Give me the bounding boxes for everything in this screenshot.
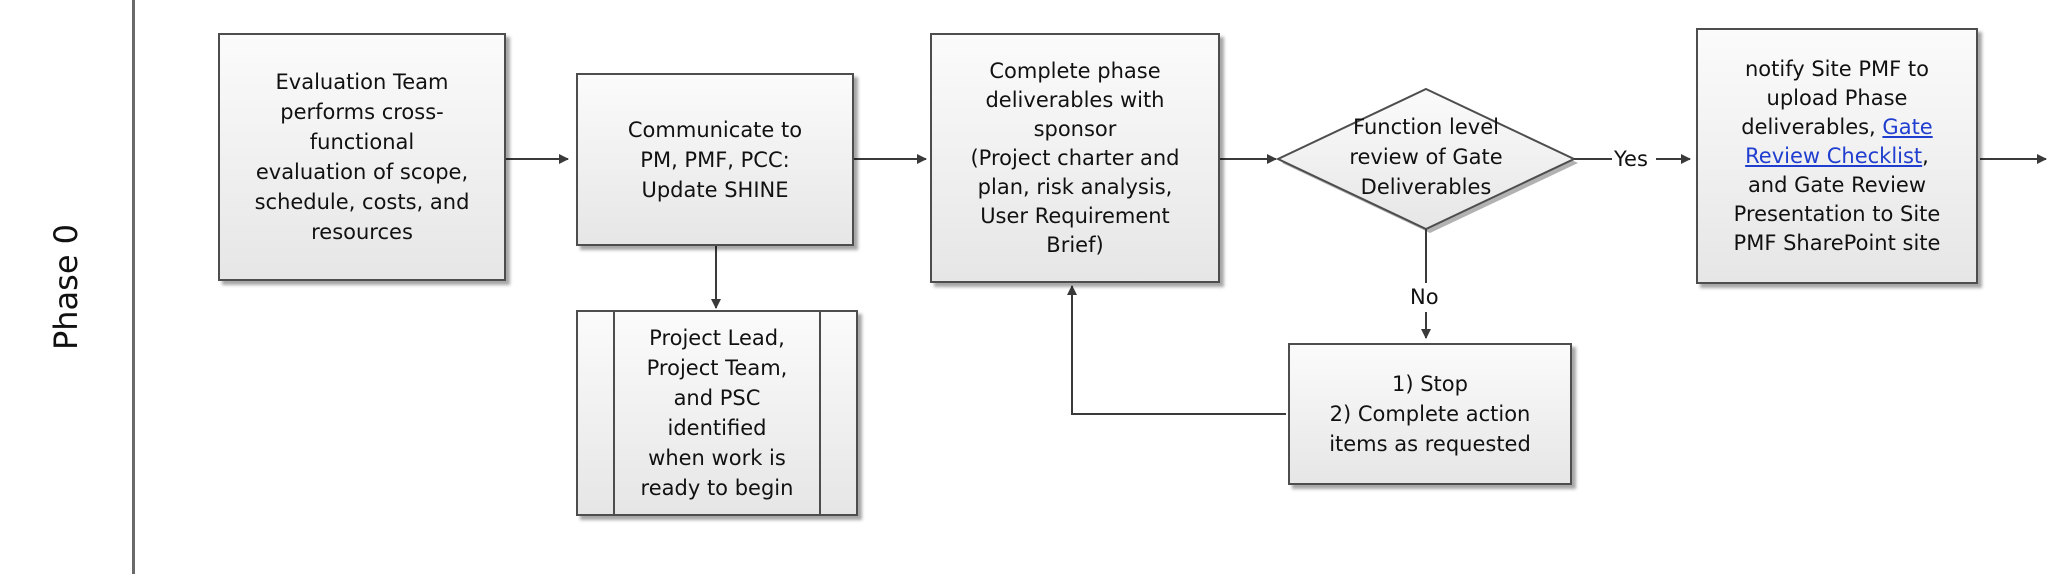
notify-line-4: Review Checklist,	[1734, 142, 1941, 171]
stop-text: 1) Stop 2) Complete action items as requ…	[1329, 372, 1531, 456]
communicate-text: Communicate to PM, PMF, PCC: Update SHIN…	[627, 117, 803, 202]
no-label: No	[1410, 285, 1439, 309]
evaluation-box: Evaluation Team performs cross- function…	[218, 33, 506, 281]
project-lead-text: Project Lead, Project Team, and PSC iden…	[640, 326, 794, 500]
notify-line-1: notify Site PMF to	[1745, 56, 1929, 81]
communicate-box: Communicate to PM, PMF, PCC: Update SHIN…	[576, 73, 854, 246]
notify-line-4-text: ,	[1922, 143, 1929, 168]
notify-line-5: and Gate Review	[1747, 172, 1927, 197]
decision-text: Function level review of Gate Deliverabl…	[1349, 115, 1503, 199]
notify-line-6: Presentation to Site	[1733, 201, 1941, 226]
notify-line-2: upload Phase	[1766, 85, 1908, 110]
complete-phase-box: Complete phase deliverables with sponsor…	[930, 33, 1220, 283]
notify-line-3: deliverables, Gate	[1734, 113, 1941, 142]
evaluation-text: Evaluation Team performs cross- function…	[254, 70, 470, 244]
subprocess-right-bar	[819, 312, 821, 514]
notify-box: notify Site PMF to upload Phase delivera…	[1696, 28, 1978, 284]
arrow-stop-to-complete	[1067, 285, 1286, 415]
stop-box: 1) Stop 2) Complete action items as requ…	[1288, 343, 1572, 485]
notify-line-7: PMF SharePoint site	[1733, 230, 1941, 255]
project-lead-subprocess-box: Project Lead, Project Team, and PSC iden…	[576, 310, 858, 516]
gate-review-checklist-link-part2[interactable]: Review Checklist	[1745, 143, 1923, 168]
lane-divider	[132, 0, 135, 574]
decision-diamond	[1275, 87, 1578, 233]
notify-line-3-text: deliverables,	[1741, 114, 1883, 139]
subprocess-left-bar	[613, 312, 615, 514]
complete-phase-text: Complete phase deliverables with sponsor…	[970, 58, 1180, 257]
yes-label: Yes	[1614, 147, 1648, 171]
gate-review-checklist-link-part1[interactable]: Gate	[1882, 114, 1933, 139]
